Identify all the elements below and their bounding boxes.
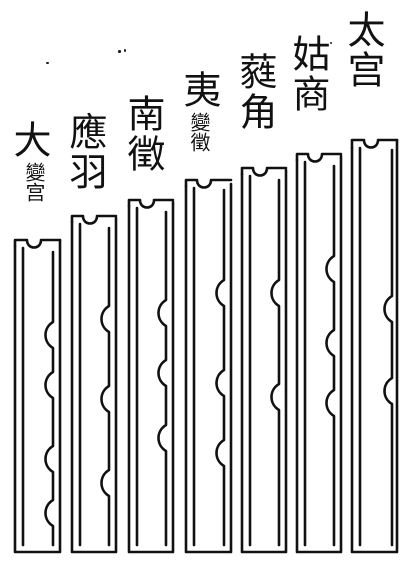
pipe-label-nan-zhi: 南徵 (121, 94, 165, 174)
pipe-da-bian-gong (13, 238, 62, 554)
ink-speck (46, 62, 49, 64)
ink-speck (124, 49, 126, 52)
pipe-sublabel-bian-gong: 變宫 (22, 162, 46, 202)
pipe-rui-jue (240, 166, 288, 554)
ink-speck (118, 50, 121, 53)
pipe-label-ying-yu: 應羽 (63, 112, 107, 192)
ink-speck (330, 42, 332, 44)
pipe-yi-bian-zhi (184, 178, 233, 554)
pipe-tai-gong (350, 138, 399, 554)
pipe-ying-yu (70, 214, 118, 554)
pipe-label-yi: 夷 (177, 70, 221, 110)
pipe-label-rui-jue: 蕤角 (233, 52, 277, 132)
pipe-nan-zhi (127, 198, 175, 554)
pipe-label-da: 大 (7, 120, 51, 160)
pipe-gu-shang (295, 152, 343, 554)
pipe-label-tai-gong: 太宫 (341, 10, 385, 90)
pipe-sublabel-bian-zhi: 變徵 (187, 112, 211, 152)
pipe-label-gu-shang: 姑商 (286, 34, 330, 114)
